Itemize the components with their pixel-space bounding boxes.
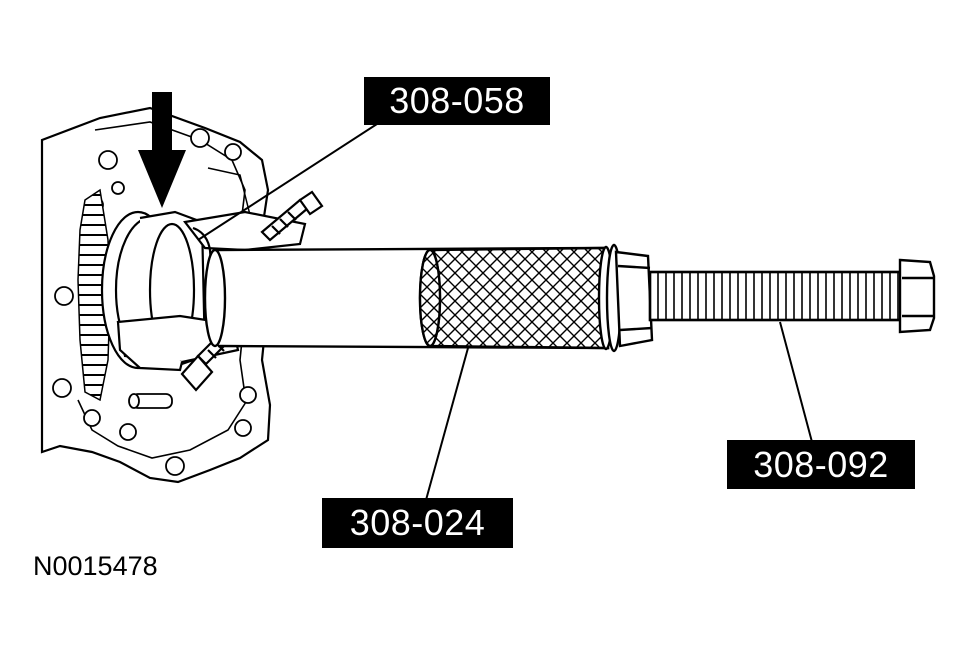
dowel-pin: [128, 393, 173, 409]
leader-308-092: [779, 321, 813, 443]
figure-id: N0015478: [33, 551, 158, 581]
remover-tube-308-024: [203, 243, 623, 353]
callout-308-058: 308-058: [364, 77, 550, 125]
callout-308-024: 308-024: [322, 498, 513, 548]
forcing-screw-308-092: [614, 250, 936, 348]
bearing-puller-308-058: [116, 190, 324, 392]
leader-308-058: [197, 123, 378, 241]
puller-bolt-top: [260, 190, 324, 242]
direction-arrow: [138, 92, 186, 208]
leader-308-024: [425, 347, 469, 501]
callout-308-092: 308-092: [727, 440, 915, 489]
leader-lines: [197, 123, 813, 501]
